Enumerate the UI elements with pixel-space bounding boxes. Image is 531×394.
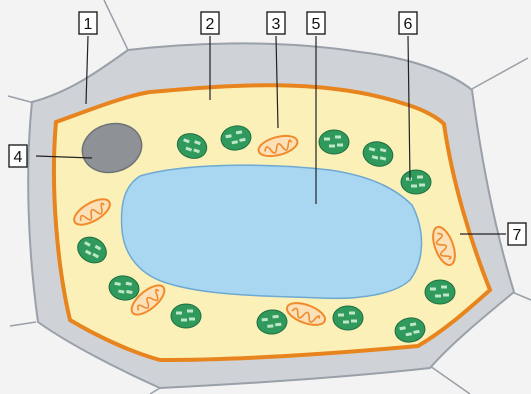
chloroplast [319,130,349,154]
label-4: 4 [9,145,27,167]
chloroplast [401,170,431,194]
label-2-text: 2 [206,16,215,33]
chloroplast [333,306,363,330]
label-7-text: 7 [513,227,522,244]
label-4-text: 4 [14,149,23,166]
chloroplast [425,280,455,304]
central-vacuole [122,165,422,298]
label-5-text: 5 [312,16,321,33]
label-3: 3 [267,12,285,34]
chloroplast [171,304,201,328]
label-5: 5 [307,12,325,34]
label-6-text: 6 [404,16,413,33]
label-1: 1 [79,12,97,34]
label-2: 2 [201,12,219,34]
label-7: 7 [508,223,526,245]
label-1-text: 1 [84,16,93,33]
label-3-text: 3 [272,16,281,33]
label-6: 6 [399,12,417,34]
